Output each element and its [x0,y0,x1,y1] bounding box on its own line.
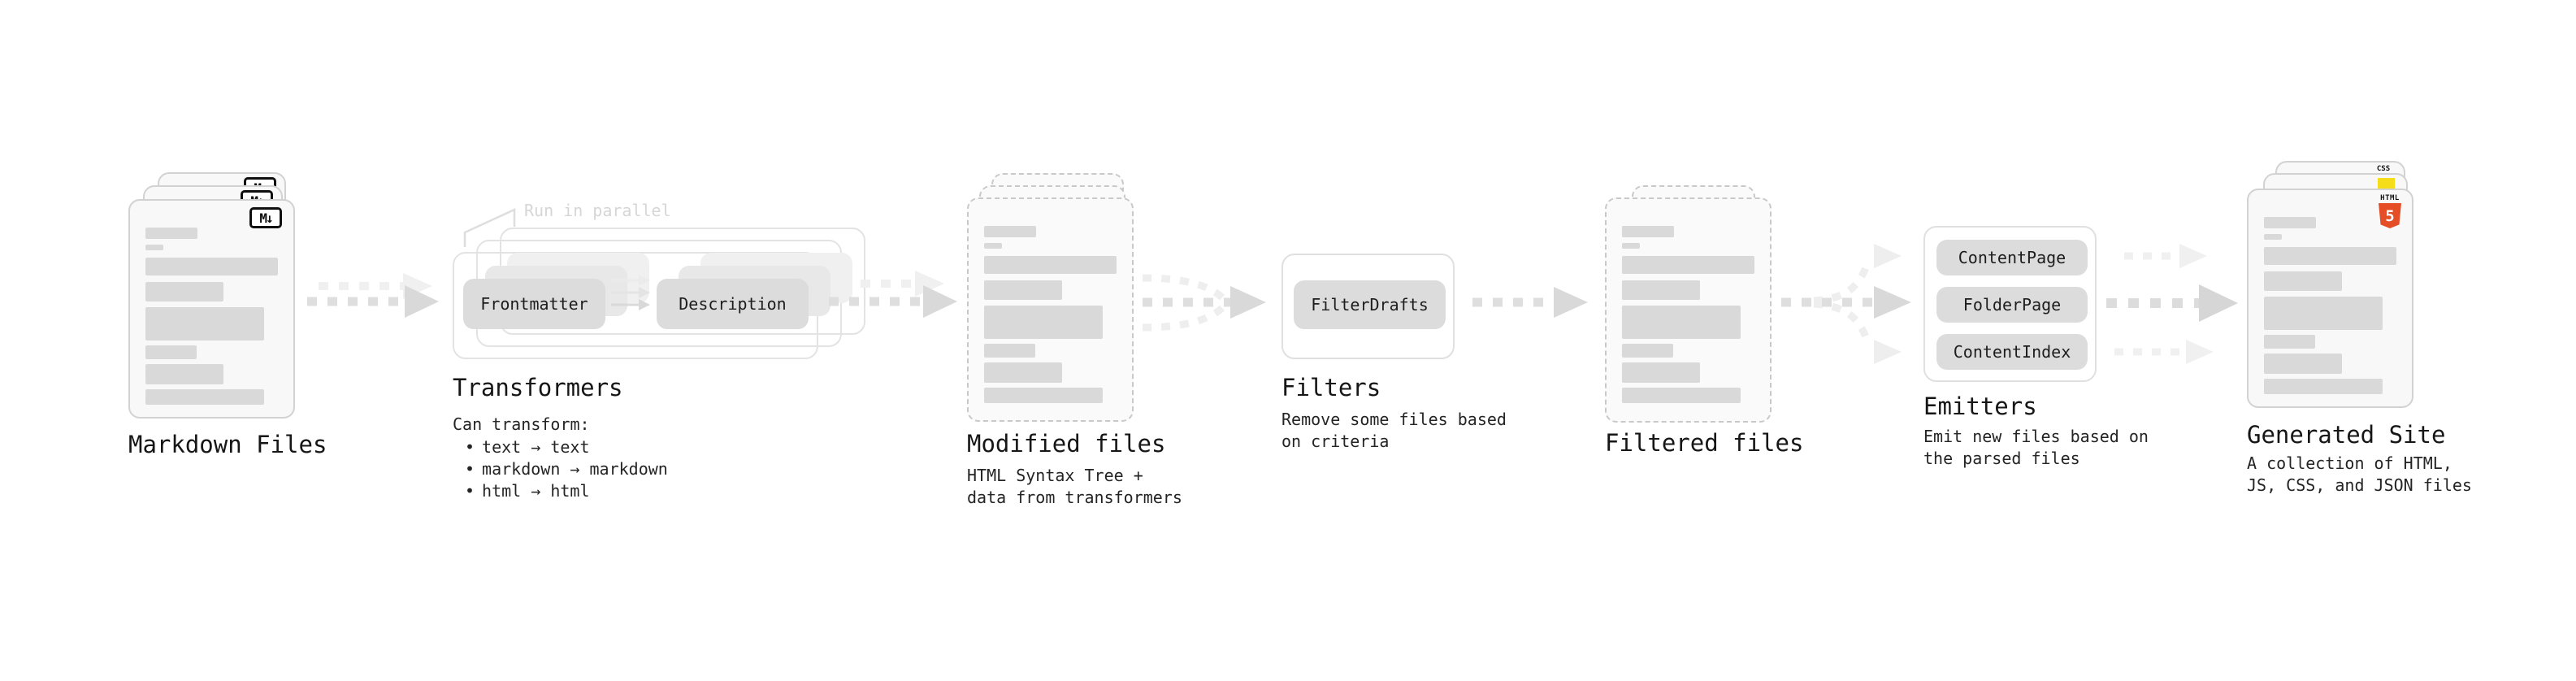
html5-icon: HTML 5 [2378,194,2402,228]
subtitle-line: data from transformers [967,488,1182,507]
placeholder-bar [1622,280,1700,300]
filtered-file-card-front [1605,197,1772,423]
placeholder-bar [2264,354,2342,374]
bullet-dot: • [465,481,475,501]
placeholder-bar [145,228,197,239]
arrow-emitters-to-site-middle [2106,284,2238,322]
placeholder-bar [2264,297,2383,330]
transformers-bullets: • text → text • markdown → markdown • ht… [465,436,668,502]
placeholder-bar [2264,271,2342,291]
placeholder-bar [2264,217,2316,228]
arrow-emitters-to-site-bottom [2114,340,2214,364]
bullet-item: • markdown → markdown [465,458,668,480]
placeholder-bar [984,388,1103,403]
placeholder-bar [2264,234,2282,240]
placeholder-bar [984,306,1103,339]
modified-files-title: Modified files [967,430,1166,458]
markdown-files-stack: M↓ M↓ M↓ [128,172,295,421]
placeholder-bar [145,345,197,359]
js-icon [2378,178,2395,189]
filters-title: Filters [1281,374,1381,401]
subtitle-line: JS, CSS, and JSON files [2247,475,2472,495]
emitters-subtitle: Emit new files based on the parsed files [1923,426,2149,470]
bullet-text: html → html [482,481,590,501]
html-file-card: HTML 5 [2247,189,2413,408]
emitters-title: Emitters [1923,393,2037,420]
run-in-parallel-note: Run in parallel [524,201,671,220]
placeholder-bar [984,362,1062,383]
markdown-file-card-front: M↓ [128,199,295,419]
html5-icon-label: HTML [2380,194,2400,202]
generated-site-title: Generated Site [2247,421,2446,449]
filtered-files-title: Filtered files [1605,429,1804,457]
markdown-icon: M↓ [249,207,282,228]
subtitle-line: on criteria [1281,432,1390,451]
placeholder-bar [145,364,223,384]
filters-container: FilterDrafts [1281,254,1455,359]
bullet-text: markdown → markdown [482,459,668,479]
placeholder-bar [145,389,264,405]
generated-site-subtitle: A collection of HTML, JS, CSS, and JSON … [2247,453,2472,497]
arrow-filters-to-filtered [1472,287,1588,318]
contentindex-box: ContentIndex [1936,334,2088,370]
subtitle-line: HTML Syntax Tree + [967,466,1143,485]
placeholder-bar [984,344,1035,358]
bullet-item: • html → html [465,480,668,502]
placeholder-bar [984,243,1002,249]
subtitle-line: A collection of HTML, [2247,453,2452,473]
modified-files-stack [967,173,1134,422]
css-icon-label: CSS [2376,165,2391,173]
emitters-container: ContentPage FolderPage ContentIndex [1923,226,2097,382]
arrow-emitters-to-site-top [2124,244,2207,268]
arrow-filtered-to-emitters [1781,244,1911,364]
placeholder-bar [2264,379,2383,394]
bullet-item: • text → text [465,436,668,458]
subtitle-line: Remove some files based [1281,410,1507,429]
placeholder-bar [145,282,223,301]
placeholder-bar [984,226,1036,237]
generated-site-stack: CSS HTML 5 [2247,161,2413,410]
placeholder-bar [1622,243,1640,249]
placeholder-bar [145,245,163,250]
modified-files-subtitle: HTML Syntax Tree + data from transformer… [967,465,1182,509]
placeholder-bar [1622,388,1741,403]
folderpage-box: FolderPage [1936,287,2088,323]
filters-subtitle: Remove some files based on criteria [1281,409,1507,453]
placeholder-bar [984,256,1117,274]
placeholder-bar [1622,226,1674,237]
transformers-caption: Can transform: [453,414,590,434]
bullet-dot: • [465,459,475,479]
markdown-files-title: Markdown Files [128,431,327,458]
placeholder-bar [1622,256,1754,274]
description-box: Description [657,279,809,329]
filterdrafts-box: FilterDrafts [1294,280,1446,329]
placeholder-bar [145,307,264,340]
placeholder-bar [984,280,1062,300]
arrow-markdown-to-transformers [307,273,439,318]
contentpage-box: ContentPage [1936,240,2088,275]
arrow-modified-to-filters [1142,274,1266,332]
modified-file-card-front [967,197,1134,422]
placeholder-bar [1622,344,1673,358]
subtitle-line: the parsed files [1923,449,2080,468]
frontmatter-box: Frontmatter [463,279,605,329]
placeholder-bar [2264,247,2396,265]
placeholder-bar [1622,306,1741,339]
placeholder-bar [145,258,278,275]
html5-icon-shield: 5 [2379,203,2401,228]
placeholder-bar [1622,362,1700,383]
placeholder-bar [2264,335,2315,349]
filtered-files-stack [1605,173,1772,423]
bullet-dot: • [465,437,475,457]
transformers-title: Transformers [453,374,623,401]
subtitle-line: Emit new files based on [1923,427,2149,446]
bullet-text: text → text [482,437,590,457]
